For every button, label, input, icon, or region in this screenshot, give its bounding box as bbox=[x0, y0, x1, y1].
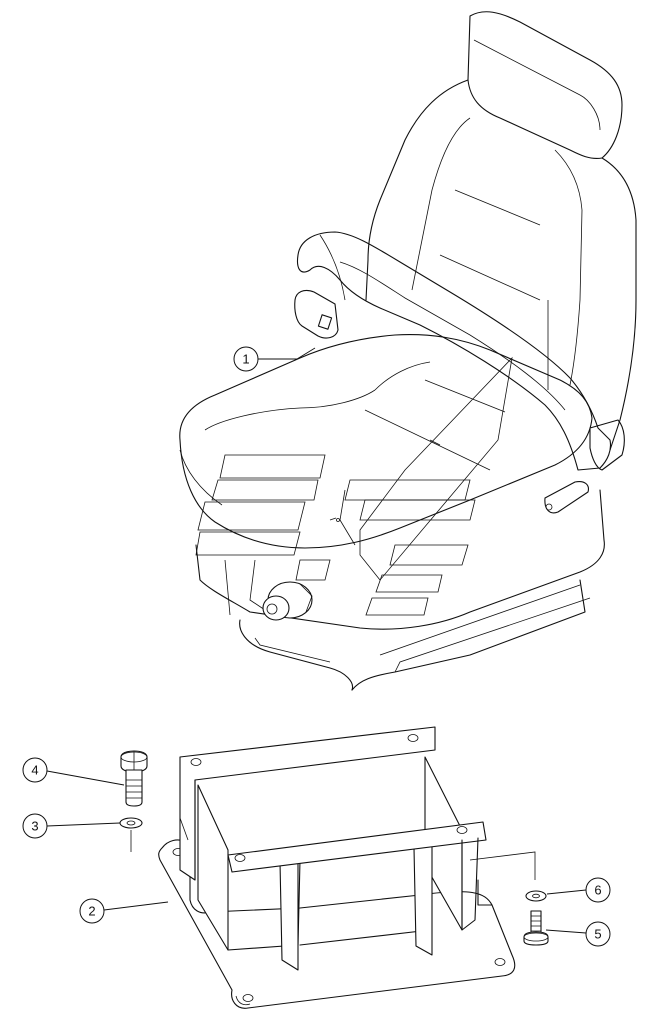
seat-cushion bbox=[179, 334, 593, 549]
bracket-front-flange bbox=[227, 821, 487, 873]
callout-2: 2 bbox=[79, 898, 169, 924]
callout-1-label: 1 bbox=[242, 352, 249, 367]
washer-small bbox=[525, 890, 547, 902]
callout-2-label: 2 bbox=[88, 904, 95, 919]
callout-4: 4 bbox=[22, 757, 125, 786]
bolt-large bbox=[120, 750, 148, 807]
callout-5-label: 5 bbox=[594, 927, 601, 942]
adjustment-knob bbox=[262, 581, 313, 621]
seat-base bbox=[195, 489, 605, 630]
seat-assembly bbox=[179, 11, 637, 691]
callout-3-label: 3 bbox=[31, 819, 38, 834]
callout-3: 3 bbox=[22, 813, 121, 839]
headrest bbox=[467, 11, 623, 159]
backrest bbox=[365, 79, 637, 451]
callout-1: 1 bbox=[233, 346, 316, 372]
mounting-bracket bbox=[158, 726, 536, 1009]
screw-small bbox=[523, 910, 549, 946]
washer-large bbox=[119, 817, 143, 852]
callout-4-label: 4 bbox=[31, 763, 38, 778]
callout-6: 6 bbox=[546, 877, 611, 903]
callout-5: 5 bbox=[545, 921, 611, 947]
armrest bbox=[296, 231, 612, 471]
callout-6-label: 6 bbox=[594, 883, 601, 898]
